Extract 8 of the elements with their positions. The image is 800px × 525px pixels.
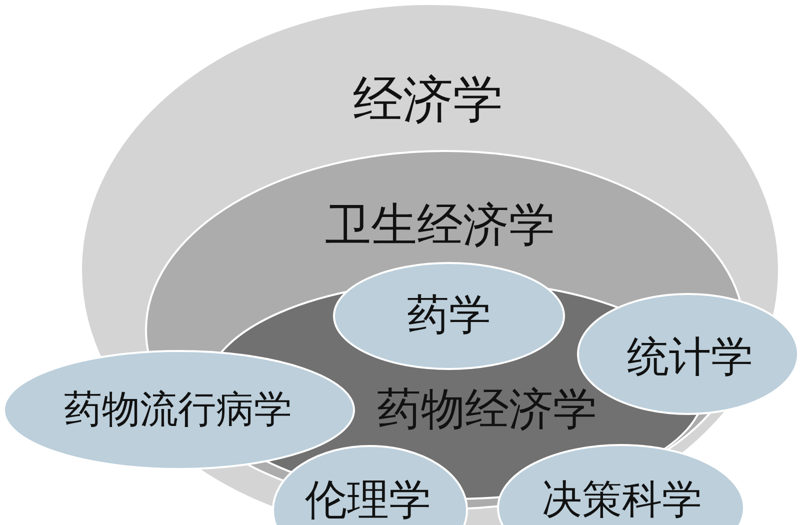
discipline-label: 药学: [407, 292, 491, 338]
discipline-label: 经济学: [353, 72, 503, 128]
discipline-label: 卫生经济学: [325, 200, 555, 250]
discipline-label: 决策科学: [542, 478, 702, 522]
discipline-label: 药物经济学: [377, 386, 597, 434]
discipline-label: 药物流行病学: [64, 389, 292, 431]
discipline-label: 伦理学: [305, 476, 431, 524]
discipline-label: 统计学: [627, 334, 753, 380]
